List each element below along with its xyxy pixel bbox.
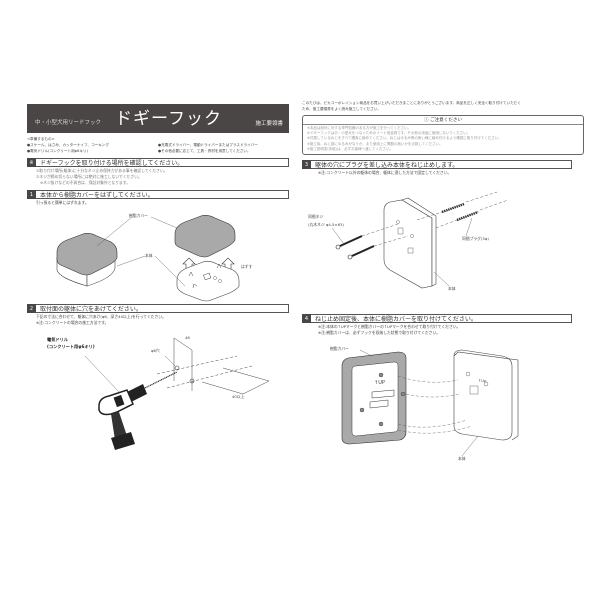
section-note: ※注:コンクリート以外の躯体の場合、躯体に適した方法で固定してください。 — [318, 170, 452, 176]
intro-line: ため、施工要領書をよく読み施工してください。 — [302, 106, 381, 111]
section-note: ※注:本体の↑UPマークと樹脂カバーの↑UPマークを合わせて取り付けてください。 — [318, 324, 461, 330]
figure-drill-holes: 電気ドリル (コンクリート用φ6キリ) φ6穴 46 40以上 — [27, 326, 289, 456]
tool-item: ●電気ドリル(コンクリート用φ6キリ) — [27, 149, 88, 153]
section-note: 引っ張ると簡単にはずれます。 — [36, 200, 89, 205]
cover-removal-illustration — [56, 215, 240, 302]
figure-remove-cover: 樹脂カバー 本体 はずす — [27, 206, 289, 302]
section-header: ※ ドギーフックを取り付ける場所を確認してください。 — [27, 158, 289, 167]
section-title: ねじ止め固定後、本体に樹脂カバーを取り付けてください。 — [315, 316, 477, 324]
label-cover: 樹脂カバー — [129, 213, 148, 218]
caution-item: ※ドギーフックは中・小型犬をつなぐためのリード用金具です。その他の用途に使用しな… — [307, 131, 471, 136]
section-title: ドギーフックを取り付ける場所を確認してください。 — [40, 160, 184, 167]
section-note: ①取り付け場所(躯体)に十分なネジ止め保持力がある事を確認してください。 — [36, 168, 168, 173]
label-body: 本体 — [448, 286, 456, 292]
figure-attach-cover: 樹脂カバー ↑UP ↑Up 本体 — [302, 336, 584, 466]
left-column: 中・小型犬用リードフック ドギーフック 施工要領書 <準備するもの> ●スケール… — [27, 104, 289, 456]
section-step-2: 2 取付面の躯体に穴をあけてください。 下記の寸法に合わせて、躯体に穴あけ(φ6… — [27, 304, 289, 456]
tools-heading: <準備するもの> — [27, 137, 55, 141]
section-step-4: 4 ねじ止め固定後、本体に樹脂カバーを取り付けてください。 ※注:本体の↑UPマ… — [302, 314, 584, 466]
label-cover: 樹脂カバー — [330, 346, 349, 352]
screw-mount-illustration — [331, 191, 509, 289]
caution-item: ※施工説明書(本紙)は、必ずお客様へ渡してください。 — [307, 146, 393, 151]
product-title: ドギーフック — [115, 109, 222, 129]
label-drill: 電気ドリル — [47, 337, 68, 342]
section-note: 下記の寸法に合わせて、躯体に穴あけ(φ6、深さ40以上)を行ってください。 — [36, 314, 166, 319]
caution-item: ※本品は設計に対する専門知識のある方が施工を行ってください。 — [307, 126, 412, 130]
label-remove: はずす — [241, 264, 253, 269]
label-drill-bit: (コンクリート用φ6キリ) — [47, 344, 95, 349]
section-header: 4 ねじ止め固定後、本体に樹脂カバーを取り付けてください。 — [302, 314, 572, 324]
required-tools: <準備するもの> ●スケール、はさみ、カッターナイフ、コーキング ●充電式ドライ… — [27, 136, 289, 154]
label-screw: 同梱ネジ — [308, 214, 324, 220]
label-up-cover: ↑UP — [374, 380, 385, 387]
section-step-3: 3 躯体の穴にプラグを差し込み本体をねじ止めします。 ※注:コンクリート以外の躯… — [302, 160, 584, 312]
caution-title: ⓘ ご注意ください — [303, 117, 583, 125]
label-hole-size: φ6穴 — [151, 348, 160, 353]
intro-text: このたびは、ピカコーポレイション商品をお買い上げいただきまことにありがとうござい… — [302, 101, 584, 112]
tool-item: ●スケール、はさみ、カッターナイフ、コーキング — [27, 143, 109, 147]
section-note: ②ネジが締め切らない場所には絶対に施工しないでください。 — [36, 174, 142, 179]
label-screw-spec: (丸木ネジ φ4.5×63) — [308, 222, 344, 228]
tool-item: ●充電式ドライバー、電動ドライバーまたはプラスドライバー — [158, 143, 258, 147]
section-title: 取付面の躯体に穴をあけてください。 — [40, 306, 142, 313]
label-pitch: 46 — [185, 335, 190, 340]
figure-screw-mount: 同梱ネジ (丸木ネジ φ4.5×63) 同梱プラグ(5φ) 本体 — [302, 176, 584, 312]
label-plug: 同梱プラグ(5φ) — [462, 236, 489, 242]
label-up-body: ↑Up — [478, 378, 487, 384]
section-title: 本体から樹脂カバーをはずしてください。 — [40, 192, 154, 199]
product-subtitle: 中・小型犬用リードフック — [35, 120, 102, 126]
drill-illustration — [84, 337, 270, 450]
title-bar: 中・小型犬用リードフック ドギーフック 施工要領書 — [27, 104, 289, 133]
section-number: 4 — [302, 314, 311, 324]
caution-item: ※施工後、ねじ部にゆるみがなうか、また使用上に問題の無いかを点検してください。 — [307, 141, 443, 146]
tool-item: ●その他必要に応じて、工具・資材を用意してください。 — [158, 149, 251, 153]
caution-box: ⓘ ご注意ください ※本品は設計に対する専門知識のある方が施工を行ってください。… — [302, 115, 584, 156]
intro-line: このたびは、ピカコーポレイション商品をお買い上げいただきまことにありがとうござい… — [302, 101, 521, 105]
label-body: 本体 — [458, 456, 466, 462]
section-header: 2 取付面の躯体に穴をあけてください。 — [27, 304, 289, 313]
attach-cover-illustration — [341, 349, 519, 457]
document-type: 施工要領書 — [255, 121, 283, 127]
label-depth: 40以上 — [232, 394, 245, 399]
section-note: ※注:コンクリートの場合の施工方法です。 — [36, 320, 109, 325]
section-number: 2 — [27, 304, 36, 313]
section-note: ※注:樹脂カバーは、必ずフックを収納した状態で取り付けてください。 — [318, 330, 441, 336]
section-number: 3 — [302, 160, 311, 170]
section-header: 1 本体から樹脂カバーをはずしてください。 — [27, 190, 289, 199]
section-step-1: 1 本体から樹脂カバーをはずしてください。 引っ張ると簡単にはずれます。 — [27, 190, 289, 302]
caution-item: ※付属しているねじをすべて確実に締めてください。ねじはゆるみ等の無い様に締め付け… — [307, 136, 502, 141]
section-header: 3 躯体の穴にプラグを差し込み本体をねじ止めします。 — [302, 160, 572, 170]
section-number: 1 — [27, 190, 36, 199]
right-column: このたびは、ピカコーポレイション商品をお買い上げいただきまことにありがとうござい… — [302, 101, 584, 466]
section-title: 躯体の穴にプラグを差し込み本体をねじ止めします。 — [315, 162, 459, 170]
section-check: ※ ドギーフックを取り付ける場所を確認してください。 ①取り付け場所(躯体)に十… — [27, 158, 289, 186]
label-body: 本体 — [145, 253, 153, 258]
section-note: ※ネジ抜けなどの不具合は、保証対象外となります。 — [40, 180, 131, 185]
section-number: ※ — [27, 158, 36, 167]
